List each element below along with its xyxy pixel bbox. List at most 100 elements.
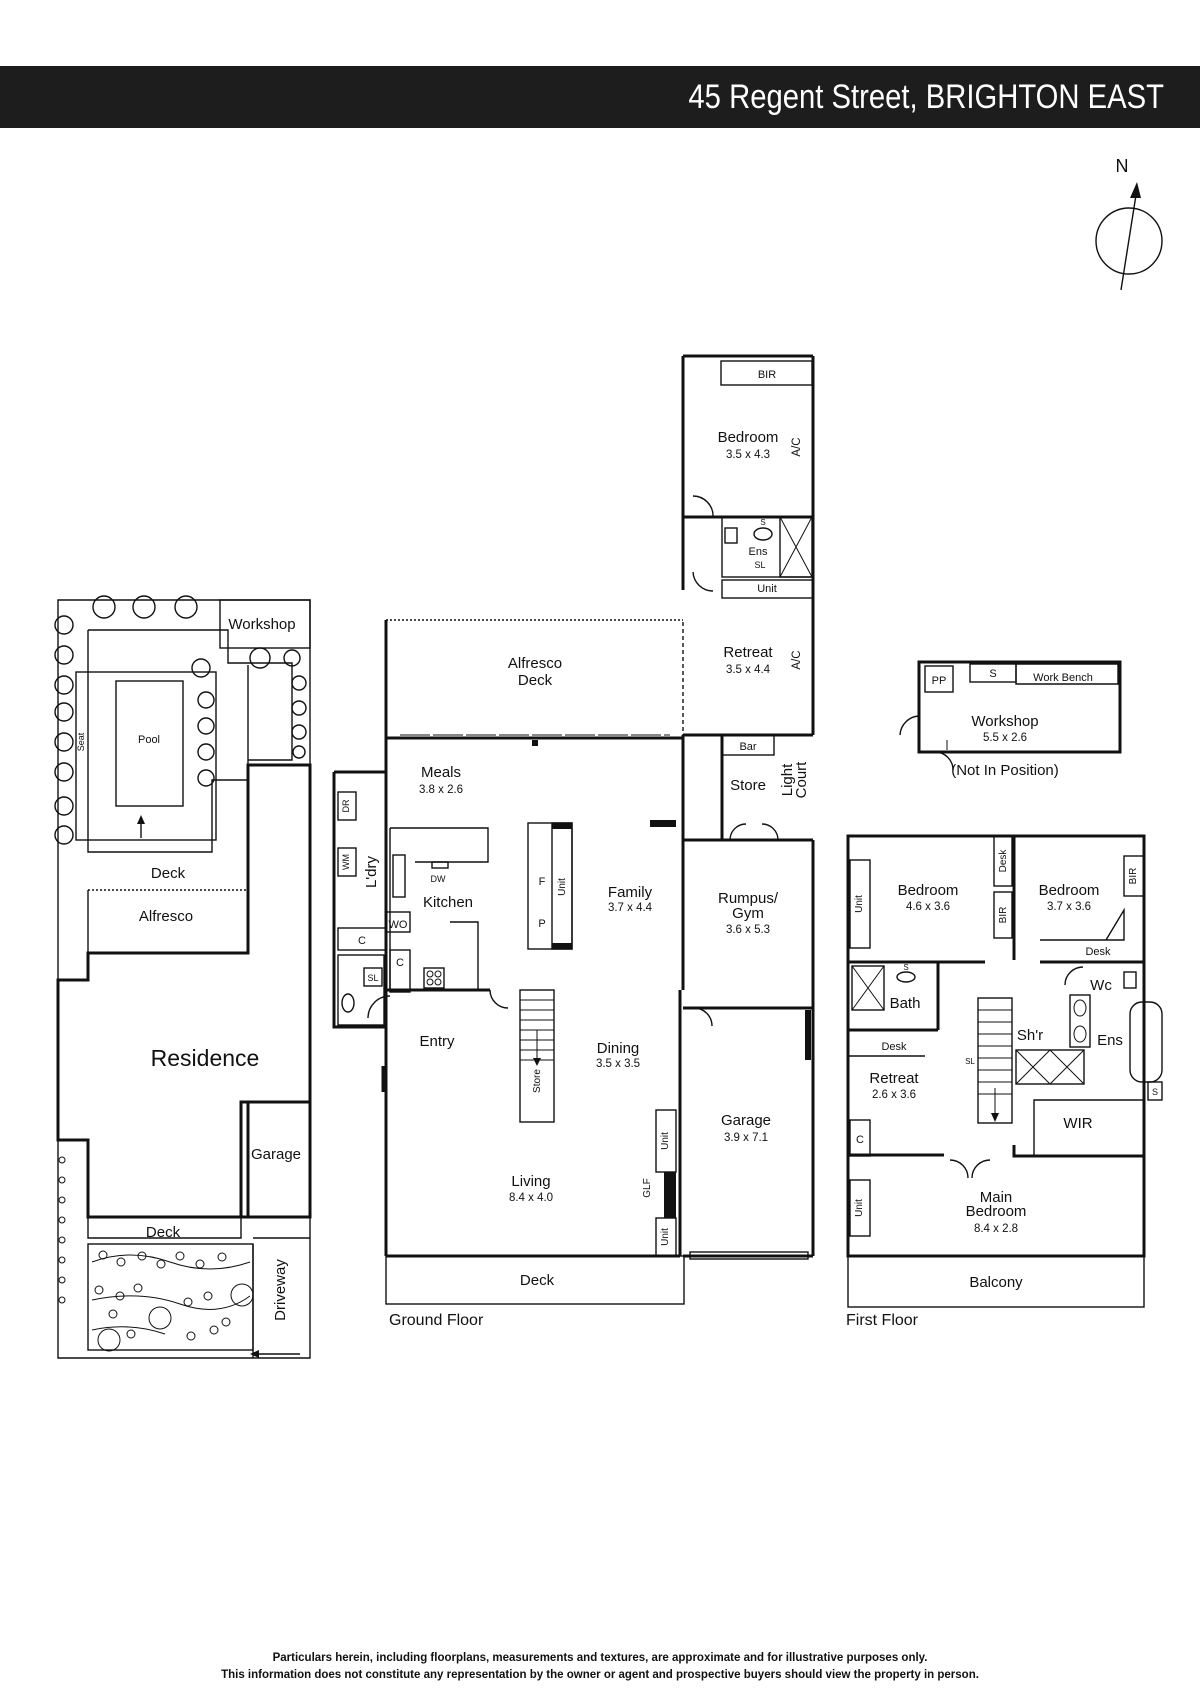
rumpus-line2: Gym	[732, 905, 764, 922]
alfresco-deck-line1: Alfresco	[508, 655, 562, 672]
wm-label: WM	[341, 854, 351, 870]
ff-wir-label: WIR	[1063, 1115, 1092, 1132]
first-floor-plan: Unit Bedroom 4.6 x 3.6 Desk BIR Bedroom …	[846, 834, 1163, 1329]
unit-living-b: Unit	[660, 1228, 671, 1246]
unit-family-label: Unit	[557, 878, 568, 896]
ff-c-label: C	[856, 1134, 864, 1146]
ff-ens-s-label: S	[1152, 1087, 1158, 1097]
workshop-detail: PP S Work Bench Workshop 5.5 x 2.6 (Not …	[899, 660, 1122, 779]
gf-garage-dims: 3.9 x 7.1	[724, 1132, 768, 1144]
ff-wc-label: Wc	[1090, 977, 1112, 994]
alfresco-deck-line2: Deck	[518, 672, 553, 689]
light-court-line1: Light	[779, 763, 796, 796]
address-title: 45 Regent Street, BRIGHTON EAST	[688, 78, 1164, 116]
gf-deck-label: Deck	[520, 1272, 555, 1289]
ff-retreat-label: Retreat	[869, 1070, 919, 1087]
gf-retreat-label: Retreat	[723, 644, 773, 661]
kitchen-label: Kitchen	[423, 894, 473, 911]
gf-retreat-dims: 3.5 x 4.4	[726, 664, 771, 676]
not-in-position-note: (Not In Position)	[951, 762, 1059, 779]
ff-bir-r-label: BIR	[1128, 868, 1139, 885]
ff-main-line2: Bedroom	[966, 1203, 1027, 1220]
header-bar: 45 Regent Street, BRIGHTON EAST	[0, 66, 1200, 128]
gf-bedroom-label: Bedroom	[718, 429, 779, 446]
ff-bedroom1-dims: 4.6 x 3.6	[906, 901, 950, 913]
living-label: Living	[511, 1173, 550, 1190]
ff-unit-top-label: Unit	[854, 895, 865, 913]
gf-ens-label: Ens	[749, 546, 768, 558]
gf-bir-label: BIR	[758, 369, 776, 381]
unit-living-a: Unit	[660, 1132, 671, 1150]
dr-label: DR	[341, 799, 351, 812]
gf-unit-bed-label: Unit	[757, 583, 777, 595]
sl-laundry-label: SL	[367, 973, 378, 983]
site-alfresco-label: Alfresco	[139, 908, 193, 925]
glf-label: GLF	[642, 1178, 653, 1197]
pp-label: PP	[932, 675, 947, 687]
ff-bath-s-label: S	[903, 963, 908, 972]
site-deck-top-label: Deck	[151, 865, 186, 882]
living-dims: 8.4 x 4.0	[509, 1192, 553, 1204]
site-workshop-label: Workshop	[228, 616, 295, 633]
ff-desk-r-label: Desk	[1085, 946, 1111, 958]
ff-main-dims: 8.4 x 2.8	[974, 1223, 1018, 1235]
gf-ens-s-label: S	[760, 518, 765, 527]
wo-label: WO	[389, 919, 408, 931]
fridge-label: F	[539, 876, 546, 888]
ff-shr-label: Sh'r	[1017, 1027, 1043, 1044]
light-court-line2: Court	[793, 761, 810, 799]
gf-bedroom-dims: 3.5 x 4.3	[726, 449, 770, 461]
site-garage-label: Garage	[251, 1146, 301, 1163]
dining-label: Dining	[597, 1040, 640, 1057]
ff-desk-retreat-label: Desk	[881, 1041, 907, 1053]
ff-ens-label: Ens	[1097, 1032, 1123, 1049]
driveway-label: Driveway	[272, 1259, 289, 1321]
family-dims: 3.7 x 4.4	[608, 902, 653, 914]
bar-label: Bar	[739, 741, 756, 753]
family-label: Family	[608, 884, 653, 901]
store-label: Store	[730, 777, 766, 794]
gf-garage-label: Garage	[721, 1112, 771, 1129]
work-bench-label: Work Bench	[1033, 672, 1093, 684]
compass-icon: N	[1095, 156, 1163, 291]
ff-bath-label: Bath	[890, 995, 921, 1012]
meals-label: Meals	[421, 764, 461, 781]
site-plan: Pool Seat Workshop Deck Alfresco Residen…	[54, 595, 312, 1359]
rumpus-line1: Rumpus/	[718, 890, 779, 907]
ws-s-label: S	[989, 668, 996, 680]
c-label-2: C	[396, 957, 404, 969]
compass-north-label: N	[1116, 156, 1129, 176]
ff-main-line1: Main	[980, 1189, 1013, 1206]
pool-label: Pool	[138, 734, 160, 746]
store-stair-label: Store	[532, 1069, 543, 1093]
first-floor-caption: First Floor	[846, 1312, 919, 1329]
ff-desk-v-label: Desk	[998, 849, 1009, 873]
site-deck-bottom-label: Deck	[146, 1224, 181, 1241]
dw-label: DW	[431, 874, 446, 884]
residence-label: Residence	[151, 1045, 260, 1071]
ff-bedroom2-dims: 3.7 x 3.6	[1047, 901, 1091, 913]
gf-ac-bedroom: A/C	[791, 437, 803, 456]
gf-ens-sl-label: SL	[754, 560, 765, 570]
ff-sl-label: SL	[965, 1057, 975, 1066]
balcony-label: Balcony	[969, 1274, 1023, 1291]
seat-label: Seat	[76, 732, 86, 751]
disclaimer-line1: Particulars herein, including floorplans…	[272, 1652, 928, 1664]
entry-label: Entry	[419, 1033, 455, 1050]
ff-bir-v-label: BIR	[998, 907, 1009, 924]
ff-bedroom2-label: Bedroom	[1039, 882, 1100, 899]
disclaimer-line2: This information does not constitute any…	[221, 1669, 979, 1681]
ws-workshop-label: Workshop	[971, 713, 1038, 730]
ground-floor-plan: BIR Bedroom 3.5 x 4.3 A/C S Ens SL Unit …	[332, 354, 815, 1329]
rumpus-dims: 3.6 x 5.3	[726, 924, 770, 936]
pantry-label: P	[538, 918, 545, 930]
ff-unit-bottom-label: Unit	[854, 1199, 865, 1217]
ff-bedroom1-label: Bedroom	[898, 882, 959, 899]
dining-dims: 3.5 x 3.5	[596, 1058, 640, 1070]
laundry-label: L'dry	[363, 855, 380, 888]
ground-floor-caption: Ground Floor	[389, 1312, 484, 1329]
meals-dims: 3.8 x 2.6	[419, 784, 463, 796]
ff-retreat-dims: 2.6 x 3.6	[872, 1089, 916, 1101]
ws-workshop-dims: 5.5 x 2.6	[983, 732, 1027, 744]
